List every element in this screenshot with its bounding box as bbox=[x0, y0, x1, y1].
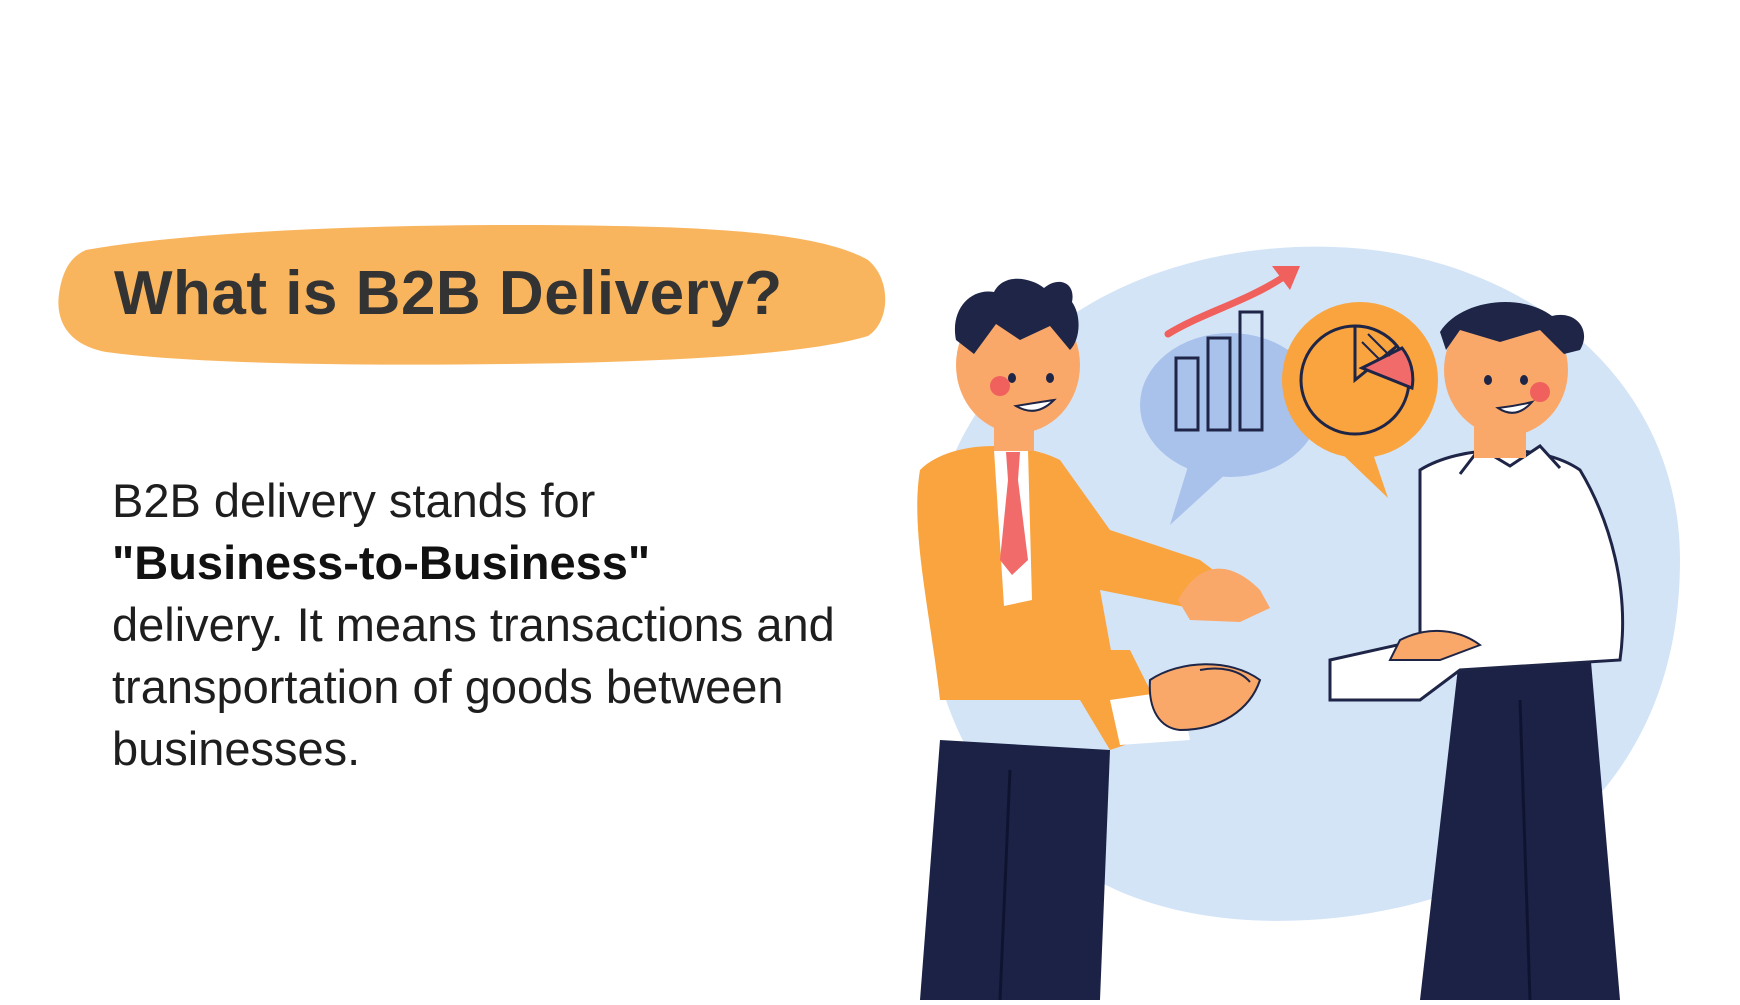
handshake-illustration bbox=[900, 230, 1720, 1001]
description-intro: B2B delivery stands for bbox=[112, 474, 596, 527]
handshake-hands bbox=[1148, 663, 1262, 732]
description-text: B2B delivery stands for "Business-to-Bus… bbox=[112, 470, 872, 780]
page-title: What is B2B Delivery? bbox=[114, 259, 783, 328]
title-highlight: What is B2B Delivery? bbox=[56, 212, 886, 380]
businessman-left bbox=[917, 278, 1270, 1001]
description-rest: delivery. It means transactions and tran… bbox=[112, 598, 835, 775]
businessman-right bbox=[1328, 302, 1625, 1001]
description-term: "Business-to-Business" bbox=[112, 536, 651, 589]
bar-chart-icon bbox=[1174, 310, 1264, 432]
highlight-brush-shape bbox=[58, 225, 886, 365]
trend-arrow-icon bbox=[1164, 266, 1300, 338]
handshake-scene bbox=[917, 246, 1680, 1001]
pie-chart-icon bbox=[1282, 302, 1438, 498]
